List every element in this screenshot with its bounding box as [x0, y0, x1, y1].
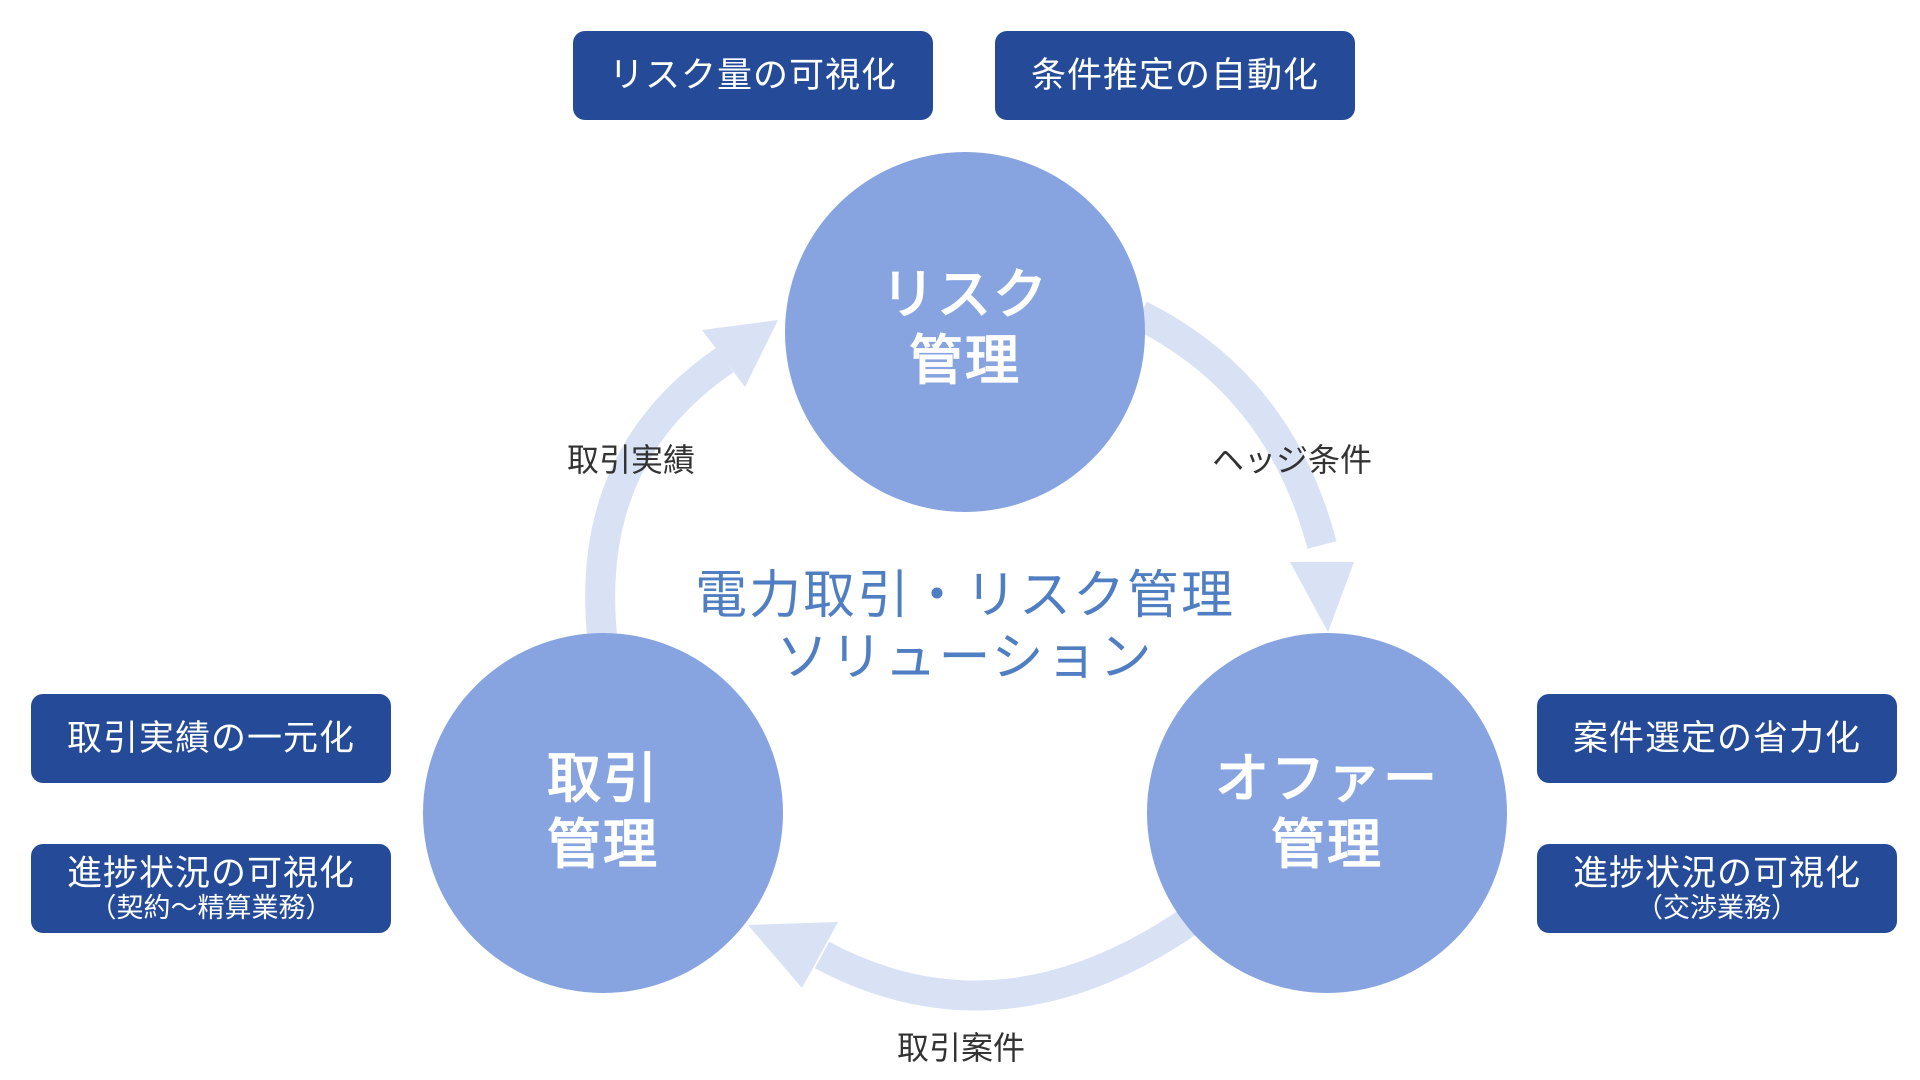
feature-trade-unification: 取引実績の一元化	[31, 694, 391, 783]
feature-offer-selection: 案件選定の省力化	[1537, 694, 1897, 783]
arrow-offer-to-trade	[814, 909, 1197, 1011]
feature-trade-progress-text: 進捗状況の可視化	[66, 853, 355, 894]
feature-auto-estimation-text: 条件推定の自動化	[1030, 55, 1319, 96]
flow-label-trade-to-risk: 取引実績	[567, 441, 696, 479]
center-title-line2: ソリューション	[776, 628, 1154, 688]
arrow-trade-to-risk	[585, 347, 734, 637]
feature-offer-progress-text: 進捗状況の可視化	[1572, 853, 1861, 894]
feature-trade-unification-text: 取引実績の一元化	[66, 718, 355, 759]
flow-label-offer-to-trade: 取引案件	[897, 1029, 1026, 1067]
node-risk-line1: リスク	[881, 263, 1049, 326]
feature-offer-progress: 進捗状況の可視化 （交渉業務）	[1537, 844, 1897, 933]
node-offer-label: オファー 管理	[1157, 746, 1497, 878]
arrow-risk-to-offer	[1133, 301, 1337, 549]
feature-risk-visualization: リスク量の可視化	[573, 31, 933, 120]
feature-offer-progress-subtext: （交渉業務）	[1636, 892, 1798, 924]
arrowhead-trade-to-risk	[702, 320, 778, 387]
node-offer-circle	[1147, 633, 1507, 993]
node-trade-label: 取引 管理	[433, 746, 773, 878]
node-risk-line2: 管理	[909, 329, 1021, 392]
node-trade-line1: 取引	[547, 747, 659, 810]
node-trade-line2: 管理	[547, 813, 659, 876]
arrowhead-risk-to-offer	[1290, 562, 1354, 632]
feature-trade-progress: 進捗状況の可視化 （契約～精算業務）	[31, 844, 391, 933]
node-risk-circle	[785, 152, 1145, 512]
node-risk-label: リスク 管理	[795, 262, 1135, 394]
node-trade-circle	[423, 633, 783, 993]
feature-risk-visualization-text: リスク量の可視化	[608, 55, 897, 96]
feature-auto-estimation: 条件推定の自動化	[995, 31, 1355, 120]
feature-offer-selection-text: 案件選定の省力化	[1572, 718, 1861, 759]
node-offer-line2: 管理	[1271, 813, 1383, 876]
center-title-line1: 電力取引・リスク管理	[694, 566, 1235, 626]
feature-trade-progress-subtext: （契約～精算業務）	[89, 892, 333, 924]
flow-label-risk-to-offer: ヘッジ条件	[1212, 441, 1373, 479]
arrowhead-offer-to-trade	[748, 922, 838, 988]
center-title: 電力取引・リスク管理 ソリューション	[615, 565, 1315, 689]
node-offer-line1: オファー	[1215, 747, 1439, 810]
